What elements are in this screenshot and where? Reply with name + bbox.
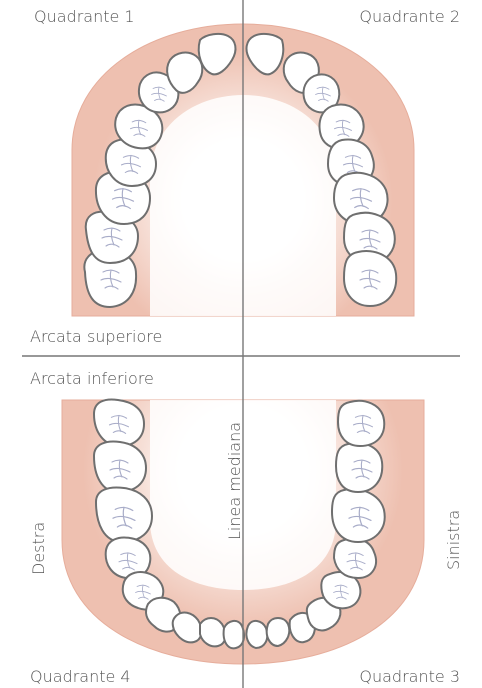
tooth <box>96 488 152 542</box>
right-side-label: Destra <box>29 522 48 575</box>
tooth <box>246 621 267 648</box>
lower-arch-label: Arcata inferiore <box>30 369 154 388</box>
tooth <box>338 401 384 446</box>
quadrant-2-label: Quadrante 2 <box>359 7 460 26</box>
tooth <box>200 618 225 646</box>
quadrant-1-label: Quadrante 1 <box>34 7 135 26</box>
tooth <box>267 618 290 646</box>
quadrant-4-label: Quadrante 4 <box>30 667 131 686</box>
upper-arch-label: Arcata superiore <box>30 327 162 346</box>
tooth <box>224 621 244 648</box>
tooth <box>336 443 382 492</box>
midline-label: Linea mediana <box>225 422 244 540</box>
tooth <box>94 442 146 492</box>
tooth <box>334 539 376 579</box>
tooth <box>344 251 396 306</box>
quadrant-3-label: Quadrante 3 <box>359 667 460 686</box>
left-side-label: Sinistra <box>444 510 463 570</box>
tooth <box>332 489 385 542</box>
